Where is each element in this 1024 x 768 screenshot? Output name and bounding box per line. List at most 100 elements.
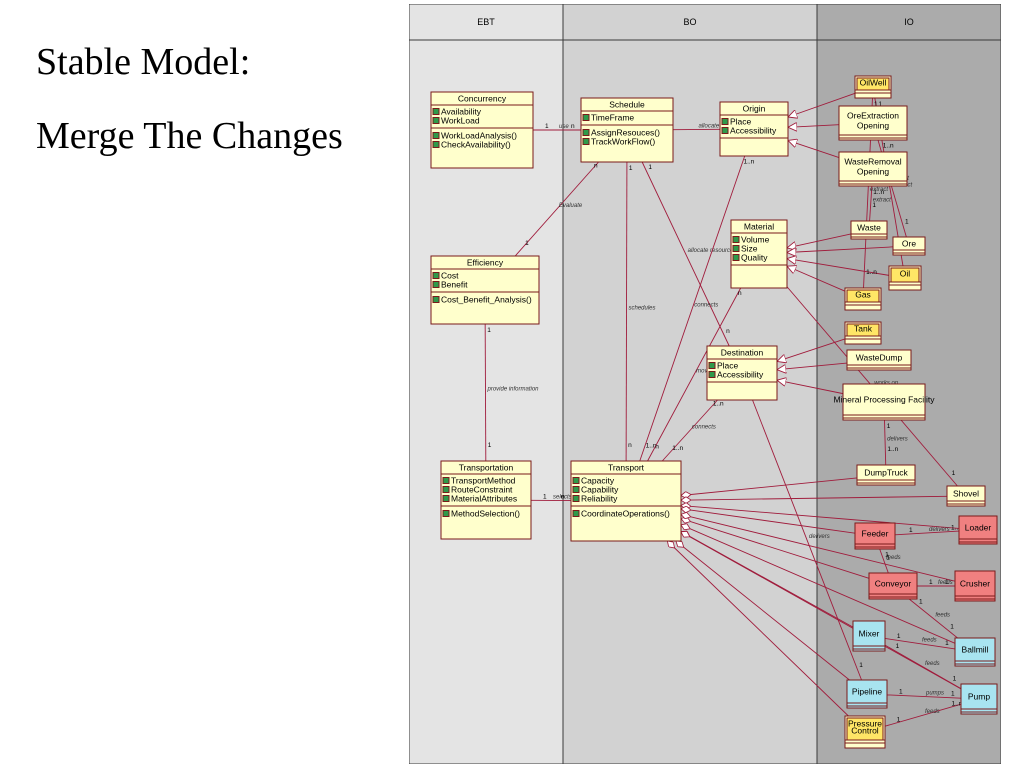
multiplicity: 1..n [873, 189, 884, 196]
association-transport-pump [681, 532, 962, 690]
association-pipeline-pump [886, 694, 962, 699]
association-transport-feeder [681, 509, 856, 534]
swimlane-title: EBT [477, 17, 495, 27]
class-attribute: Capacity [581, 476, 615, 486]
class-attribute: Benefit [441, 280, 468, 290]
multiplicity: 1 [648, 164, 652, 171]
class-concurrency[interactable]: ConcurrencyAvailabilityWorkLoadWorkLoadA… [430, 91, 534, 169]
class-transport[interactable]: TransportCapacityCapabilityReliabilityCo… [570, 460, 682, 542]
class-ballmill[interactable]: Ballmill [954, 637, 996, 667]
attribute-icon [442, 495, 450, 502]
class-box [719, 101, 789, 157]
multiplicity: 1 [874, 101, 878, 108]
association-schedule-transport [625, 161, 628, 462]
class-pump[interactable]: Pump [960, 683, 998, 715]
class-attribute: Reliability [581, 494, 618, 504]
class-box [854, 522, 896, 550]
class-oilwell[interactable]: OilWell [854, 75, 892, 99]
multiplicity: 1 [945, 640, 949, 647]
operation-icon [582, 138, 590, 145]
class-mixer[interactable]: Mixer [852, 620, 886, 652]
association-mixer-ballmill [884, 637, 956, 650]
class-box [838, 151, 908, 187]
class-oil[interactable]: Oil [888, 265, 922, 291]
generalization-oilwell-origin [788, 92, 856, 117]
class-operation: Cost_Benefit_Analysis() [441, 295, 532, 305]
class-pipeline[interactable]: Pipeline [846, 679, 888, 709]
class-name: OreExtraction [847, 110, 899, 120]
class-name: Mineral Processing Facility [833, 394, 935, 404]
association-label: feeds [922, 638, 937, 644]
class-ore[interactable]: Ore [892, 236, 926, 256]
attribute-icon [721, 118, 729, 125]
multiplicity: 1 [953, 676, 957, 683]
class-transportation[interactable]: TransportationTransportMethodRouteConstr… [440, 460, 532, 540]
class-name: Conveyor [875, 578, 912, 588]
association-label: use [559, 124, 569, 130]
class-name: Mixer [859, 628, 880, 638]
association-transport-dumptruck [681, 477, 858, 496]
class-feeder[interactable]: Feeder [854, 522, 896, 550]
attribute-icon [572, 495, 580, 502]
association-transport-pipeline [676, 541, 850, 681]
association-label: extract [870, 187, 888, 193]
generalization-wasterem-origin [788, 140, 840, 158]
operation-icon [572, 510, 580, 517]
association-label: delivers [809, 534, 830, 540]
association-pressure-pump [884, 703, 962, 727]
multiplicity: 1 [909, 527, 913, 534]
class-name: Ballmill [962, 644, 989, 654]
attribute-icon [582, 114, 590, 121]
association-transport-shovel [681, 495, 948, 500]
multiplicity: 1 [488, 442, 492, 449]
multiplicity: n [738, 290, 742, 297]
multiplicity: n [571, 123, 575, 130]
class-name: Transportation [459, 463, 514, 473]
class-attribute: Accessibility [717, 370, 764, 380]
class-tank[interactable]: Tank [844, 321, 882, 345]
multiplicity: 1 [897, 633, 901, 640]
generalization-wastedump-destination [777, 362, 848, 370]
association-label: feeds [886, 555, 901, 561]
class-wastedump[interactable]: WasteDump [846, 349, 912, 371]
class-attribute: TimeFrame [591, 113, 634, 123]
class-name: DumpTruck [864, 467, 908, 477]
class-waste[interactable]: Waste [850, 220, 888, 240]
class-attribute: Place [730, 117, 752, 127]
association-label: Evaluate [559, 203, 583, 209]
attribute-icon [572, 486, 580, 493]
association-label: delivers [929, 527, 950, 533]
attribute-icon [708, 371, 716, 378]
class-shovel[interactable]: Shovel [946, 485, 986, 507]
class-conveyor[interactable]: Conveyor [868, 572, 918, 600]
association-mineral-dumptruck [884, 419, 887, 466]
attribute-icon [572, 477, 580, 484]
generalization-ore-material [787, 246, 894, 253]
slide-title-line2: Merge The Changes [36, 115, 343, 157]
multiplicity: n [628, 442, 632, 449]
multiplicity: 1 [629, 165, 633, 172]
class-mineral[interactable]: Mineral Processing Facility [833, 383, 935, 421]
class-gas[interactable]: Gas [844, 287, 882, 311]
multiplicity: 1 [950, 623, 954, 630]
association-transport-pressure [667, 541, 849, 717]
association-origin-transport [639, 155, 746, 462]
class-schedule[interactable]: ScheduleTimeFrameAssignResouces()TrackWo… [580, 97, 674, 163]
attribute-icon [732, 245, 740, 252]
class-crusher[interactable]: Crusher [954, 570, 996, 602]
class-loader[interactable]: Loader [958, 515, 998, 545]
class-name: Origin [743, 104, 766, 114]
class-name: Pressure [848, 718, 882, 728]
class-dumptruck[interactable]: DumpTruck [856, 464, 916, 486]
association-label: works on [874, 380, 899, 386]
class-name: Material [744, 222, 774, 232]
association-label: schedules [629, 306, 656, 312]
class-efficiency[interactable]: EfficiencyCostBenefitCost_Benefit_Analys… [430, 255, 540, 325]
